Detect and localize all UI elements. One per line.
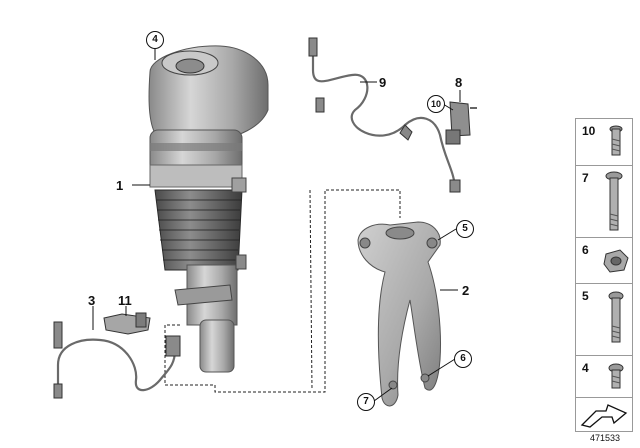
legend-number: 7 [582, 171, 589, 185]
callout-part-1: 1 [116, 178, 124, 193]
dashed-relation-lines [164, 189, 401, 393]
nut-icon [603, 249, 629, 273]
legend-cell-7: 7 [575, 166, 633, 238]
legend-cell-10: 10 [575, 119, 633, 166]
callout-part-6: 6 [454, 350, 472, 368]
bolt-icon [608, 363, 624, 389]
connector-part-8 [445, 101, 477, 145]
callout-part-4: 4 [146, 31, 164, 49]
bolt-icon [608, 291, 624, 343]
fastener-legend: 10 7 6 5 [575, 118, 633, 432]
sensor-cable-part-9 [308, 37, 461, 193]
callout-part-2: 2 [462, 283, 470, 298]
bracket-part-11 [103, 312, 151, 335]
callout-part-7: 7 [357, 393, 375, 411]
callout-part-3: 3 [88, 293, 96, 308]
air-strut-part-1 [148, 45, 269, 373]
direction-arrow-icon [580, 404, 628, 428]
legend-number: 6 [582, 243, 589, 257]
sensor-cable-part-3 [53, 321, 181, 399]
document-number: 471533 [590, 433, 621, 443]
legend-number: 5 [582, 289, 589, 303]
legend-cell-4: 4 [575, 356, 633, 398]
steering-knuckle-part-2 [357, 221, 441, 407]
callout-part-11: 11 [118, 293, 132, 308]
legend-number: 10 [582, 124, 596, 138]
legend-cell-5: 5 [575, 284, 633, 356]
legend-cell-direction [575, 398, 633, 432]
legend-cell-6: 6 [575, 238, 633, 284]
legend-number: 4 [582, 361, 589, 375]
callout-part-9: 9 [379, 75, 387, 90]
callout-part-8: 8 [455, 75, 463, 90]
callout-part-10: 10 [427, 95, 445, 113]
callout-part-5: 5 [456, 220, 474, 238]
bolt-icon [609, 125, 623, 156]
bolt-icon [605, 171, 623, 231]
